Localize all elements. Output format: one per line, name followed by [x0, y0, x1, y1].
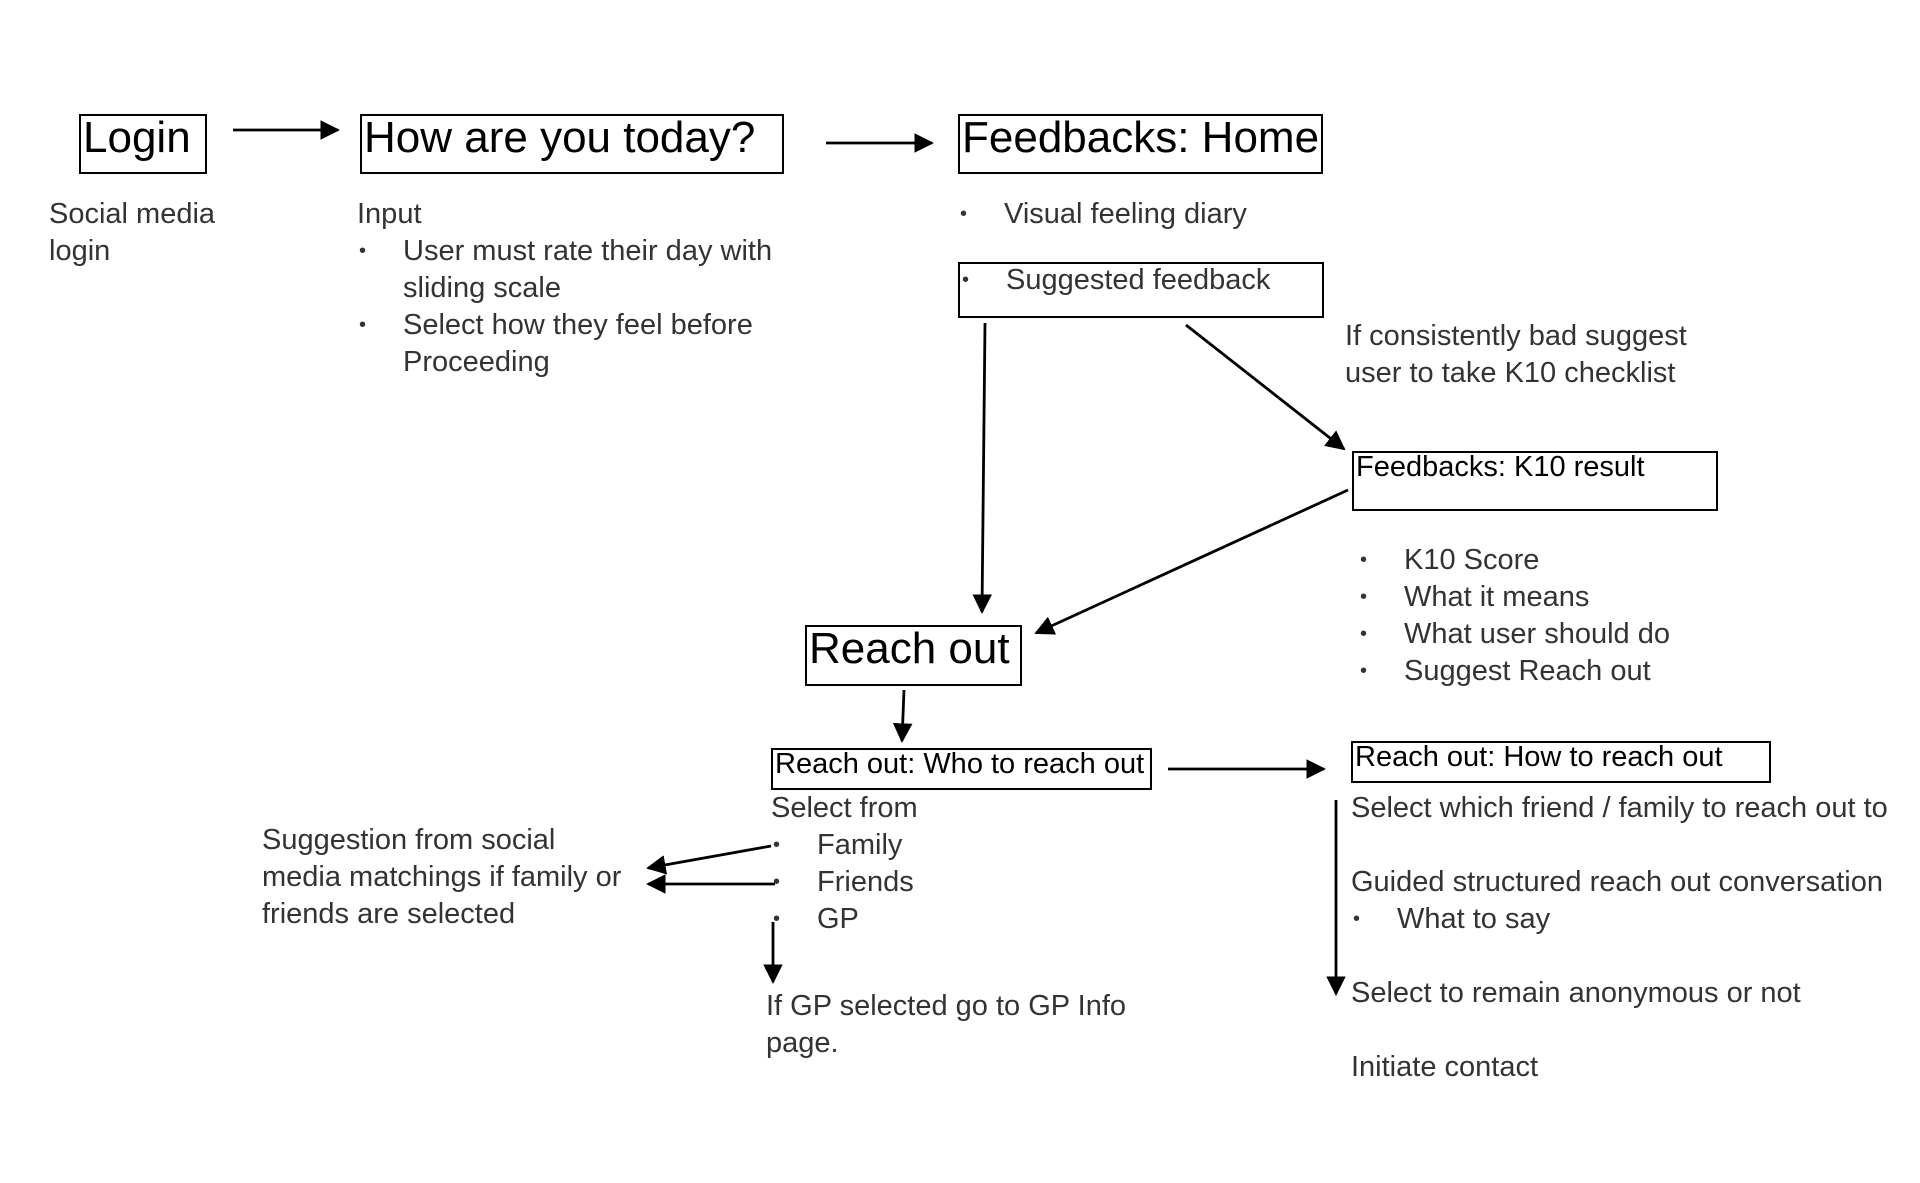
- option-family: Family: [771, 827, 918, 864]
- k10-result-title: Feedbacks: K10 result: [1356, 451, 1645, 483]
- login-box: Login: [79, 114, 207, 174]
- how-are-you-box: How are you today?: [360, 114, 784, 174]
- reach-out-title: Reach out: [809, 624, 1010, 673]
- feedbacks-home-note: Visual feeling diary: [958, 196, 1247, 233]
- suggested-feedback-box: Suggested feedback: [958, 262, 1324, 318]
- k10-result-box: Feedbacks: K10 result: [1352, 451, 1718, 511]
- arrow-feedback-to-k10: [1185, 323, 1346, 451]
- option-gp: GP: [771, 901, 918, 938]
- k10-suggestion-note: If consistently bad suggest user to take…: [1345, 320, 1687, 389]
- arrow-family-to-suggestion: [646, 844, 772, 875]
- how-to-reach-title: Reach out: How to reach out: [1355, 741, 1723, 773]
- gp-info-note: If GP selected go to GP Info page.: [766, 990, 1127, 1059]
- suggested-feedback-label: Suggested feedback: [960, 262, 1270, 299]
- login-title: Login: [83, 113, 191, 162]
- feedbacks-home-box: Feedbacks: Home: [958, 114, 1323, 174]
- option-friends: Friends: [771, 864, 918, 901]
- who-to-reach-box: Reach out: Who to reach out: [771, 748, 1152, 790]
- social-suggestion-note: Suggestion from social media matchings i…: [262, 824, 622, 930]
- how-are-you-note: Input User must rate their day with slid…: [357, 196, 772, 381]
- who-to-reach-title: Reach out: Who to reach out: [775, 748, 1145, 780]
- how-are-you-title: How are you today?: [364, 113, 756, 162]
- k10-result-note: K10 Score What it means What user should…: [1358, 542, 1670, 690]
- feedbacks-home-title: Feedbacks: Home: [962, 113, 1320, 162]
- login-note: Social media login: [49, 198, 216, 267]
- who-to-reach-note: Select from Family Friends GP: [771, 790, 918, 938]
- note-bullet: User must rate their day with sliding sc…: [357, 233, 772, 307]
- arrow-feedback-to-reach: [972, 322, 992, 614]
- arrow-k10-to-reach: [1034, 488, 1349, 635]
- input-heading: Input: [357, 198, 422, 230]
- how-to-reach-note: Select which friend / family to reach ou…: [1351, 790, 1888, 1086]
- note-bullet: Select how they feel before Proceeding: [357, 307, 772, 381]
- arrow-reach-to-who: [892, 689, 913, 743]
- reach-out-box: Reach out: [805, 625, 1022, 686]
- select-from-heading: Select from: [771, 792, 918, 824]
- how-to-reach-box: Reach out: How to reach out: [1351, 741, 1771, 783]
